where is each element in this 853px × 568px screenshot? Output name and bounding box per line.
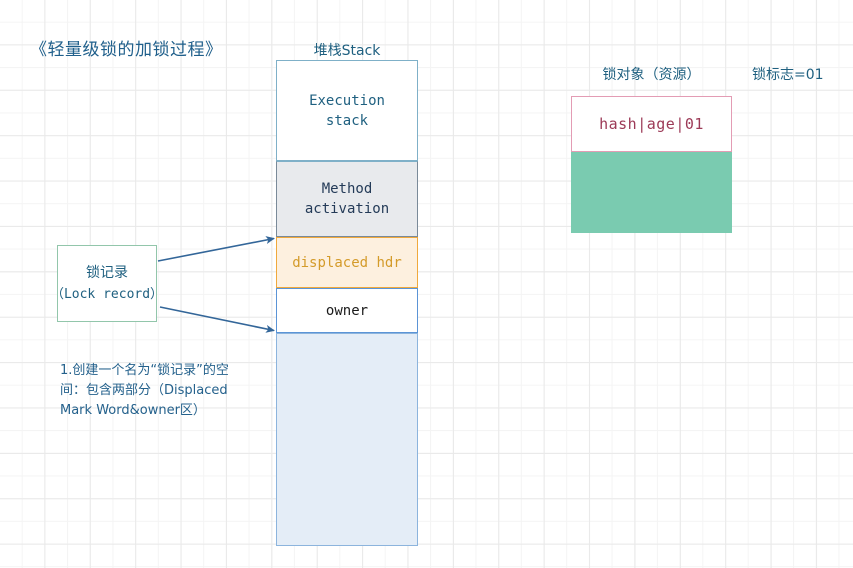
- arrow-lock-record-to-owner: [159, 306, 275, 333]
- lock-object-body: [571, 152, 732, 233]
- execution-stack-line1: Execution: [309, 92, 385, 109]
- stack-frame-displaced-hdr: displaced hdr: [276, 237, 418, 288]
- execution-stack-line2: stack: [325, 112, 369, 129]
- stack-frame-execution-stack-label: Execution stack: [309, 91, 385, 131]
- stack-frame-method-activation-label: Method activation: [305, 179, 389, 219]
- stack-frame-displaced-hdr-label: displaced hdr: [292, 254, 402, 271]
- lock-object-title: 锁对象（资源）: [602, 67, 701, 83]
- lock-flag-label: 锁标志=01: [752, 67, 824, 83]
- stack-frame-method-activation: Method activation: [276, 161, 418, 237]
- stack-frame-owner: owner: [276, 288, 418, 333]
- page-title: 《轻量级锁的加锁过程》: [30, 40, 223, 60]
- lock-record-line2: （Lock record）: [50, 286, 164, 302]
- stack-frame-empty-region: [276, 333, 418, 546]
- stack-frame-owner-label: owner: [325, 302, 369, 319]
- note-step-1: 1.创建一个名为“锁记录”的空间：包含两部分（Displaced Mark Wo…: [60, 363, 229, 418]
- arrow-lock-record-to-displaced-hdr: [157, 236, 275, 262]
- method-activation-line2: activation: [304, 201, 390, 217]
- lock-record-line1: 锁记录: [86, 264, 128, 281]
- lock-object-mark-word-box: hash|age|01: [571, 96, 732, 152]
- stack-column-title: 堆栈Stack: [313, 43, 381, 59]
- lock-object-mark-word-text: hash|age|01: [599, 115, 704, 133]
- stack-frame-execution-stack: Execution stack: [276, 60, 418, 161]
- method-activation-line1: Method: [321, 181, 373, 197]
- lock-record-box: 锁记录 （Lock record）: [51, 245, 163, 322]
